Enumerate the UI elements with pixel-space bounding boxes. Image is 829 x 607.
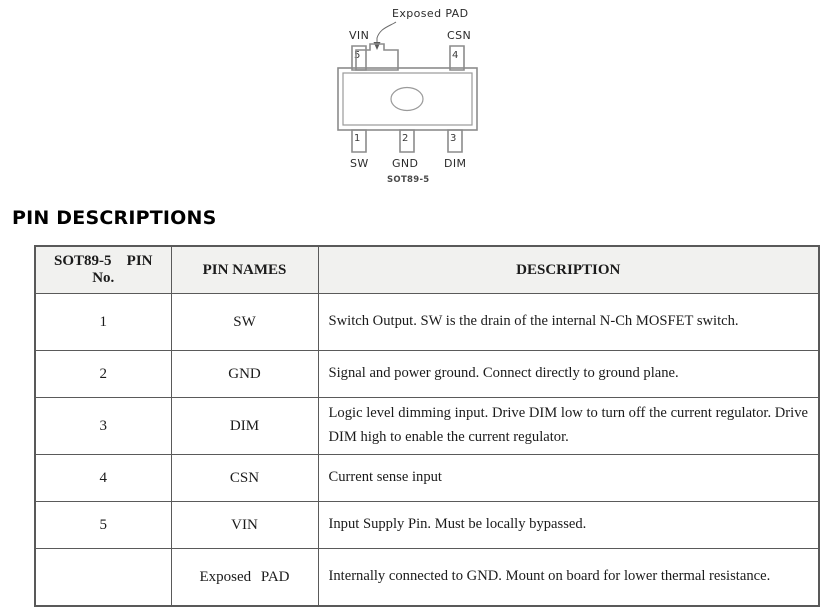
- cell-pin-no: 2: [34, 350, 172, 398]
- cell-pin-no: 3: [34, 397, 172, 455]
- pin1-lead: [351, 129, 367, 153]
- table-row: Exposed PAD Internally connected to GND.…: [34, 548, 820, 607]
- cell-description: Signal and power ground. Connect directl…: [317, 350, 820, 398]
- pin1-number: 1: [354, 133, 360, 144]
- cell-description: Current sense input: [317, 454, 820, 502]
- package-caption: SOT89-5: [387, 175, 430, 185]
- cell-description: Internally connected to GND. Mount on bo…: [317, 548, 820, 607]
- cell-pin-no: 1: [34, 293, 172, 351]
- pin3-lead: [447, 129, 463, 153]
- pin4-lead: [449, 45, 465, 71]
- package-body-inner: [342, 72, 473, 126]
- table-row: 1 SW Switch Output. SW is the drain of t…: [34, 293, 820, 351]
- package-center-ellipse: [390, 86, 424, 112]
- pin3-name-label: DIM: [444, 157, 466, 170]
- table-row: 3 DIM Logic level dimming input. Drive D…: [34, 397, 820, 455]
- pin5-number: 5: [354, 50, 360, 61]
- column-header-pin-no-line2: No.: [92, 270, 115, 286]
- cell-pin-no: 4: [34, 454, 172, 502]
- column-header-pin-names: PIN NAMES: [170, 245, 319, 294]
- exposed-pad-tab: [355, 43, 399, 71]
- table-row: 4 CSN Current sense input: [34, 454, 820, 502]
- pin2-lead: [399, 129, 415, 153]
- cell-pin-name: Exposed PAD: [170, 548, 319, 607]
- cell-pin-name: GND: [170, 350, 319, 398]
- pin1-name-label: SW: [350, 157, 369, 170]
- exposed-pad-label: Exposed PAD: [392, 7, 468, 20]
- cell-pin-name: DIM: [170, 397, 319, 455]
- pin2-name-label: GND: [392, 157, 418, 170]
- cell-description: Input Supply Pin. Must be locally bypass…: [317, 501, 820, 549]
- column-header-pin-no-line1: SOT89-5 PIN: [54, 253, 153, 270]
- package-diagram: Exposed PAD VIN CSN 5 4 1 2 3 SW GND DIM: [0, 0, 829, 196]
- pin2-number: 2: [402, 133, 408, 144]
- column-header-description: DESCRIPTION: [317, 245, 820, 294]
- exposed-pad-leader-line: [376, 21, 397, 44]
- pin4-name-label: CSN: [447, 29, 471, 42]
- cell-description: Switch Output. SW is the drain of the in…: [317, 293, 820, 351]
- cell-pin-name: SW: [170, 293, 319, 351]
- pin4-number: 4: [452, 50, 458, 61]
- table-row: 2 GND Signal and power ground. Connect d…: [34, 350, 820, 398]
- cell-pin-no: [34, 548, 172, 607]
- package-body-outer: [337, 67, 478, 131]
- cell-pin-name: VIN: [170, 501, 319, 549]
- cell-pin-name: CSN: [170, 454, 319, 502]
- pin5-name-label: VIN: [349, 29, 369, 42]
- cell-description: Logic level dimming input. Drive DIM low…: [317, 397, 820, 455]
- cell-pin-no: 5: [34, 501, 172, 549]
- pin3-number: 3: [450, 133, 456, 144]
- table-row: 5 VIN Input Supply Pin. Must be locally …: [34, 501, 820, 549]
- sot89-5-package-svg: Exposed PAD VIN CSN 5 4 1 2 3 SW GND DIM: [337, 7, 478, 185]
- page-title: PIN DESCRIPTIONS: [12, 207, 217, 229]
